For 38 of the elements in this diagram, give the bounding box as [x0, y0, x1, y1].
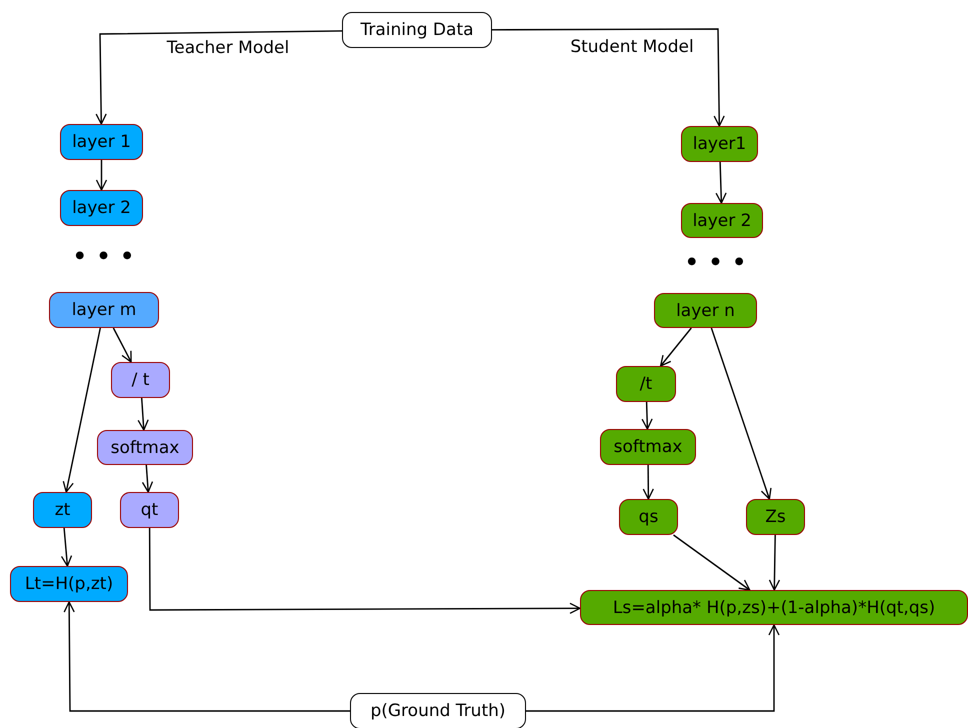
process-box: layer 1	[60, 124, 143, 160]
process-box: qs	[619, 499, 678, 535]
arrow	[60, 528, 72, 567]
arrow	[526, 624, 780, 712]
arrow	[710, 328, 772, 500]
ellipsis: • • •	[72, 244, 136, 270]
arrow	[660, 328, 692, 367]
process-box: Lt=H(p,zt)	[10, 566, 128, 602]
process-box: softmax	[97, 430, 193, 465]
process-box: layer 2	[681, 203, 763, 238]
arrow	[673, 534, 750, 591]
arrow	[138, 398, 149, 431]
arrow	[641, 402, 653, 430]
process-box: zt	[33, 492, 92, 528]
process-box: layer1	[681, 126, 758, 162]
arrow	[64, 601, 350, 712]
arrow	[715, 162, 727, 204]
process-box: Ls=alpha* H(p,zs)+(1-alpha)*H(qt,qs)	[580, 590, 968, 625]
arrow	[148, 528, 581, 614]
process-box: /t	[616, 366, 676, 402]
terminal-box: Training Data	[342, 12, 492, 48]
arrow	[642, 465, 654, 500]
terminal-box: p(Ground Truth)	[350, 693, 526, 728]
arrow	[96, 160, 108, 191]
arrow	[142, 464, 154, 493]
process-box: qt	[120, 492, 179, 528]
arrow	[62, 328, 101, 493]
arrow	[96, 30, 342, 125]
ellipsis: • • •	[684, 250, 748, 276]
process-box: softmax	[600, 429, 696, 465]
process-box: layer n	[654, 293, 757, 328]
arrow	[112, 328, 132, 363]
process-box: / t	[111, 362, 170, 398]
process-box: layer 2	[60, 190, 143, 226]
arrow	[492, 28, 725, 127]
arrow	[768, 534, 780, 591]
process-box: Zs	[746, 499, 805, 535]
process-box: layer m	[49, 292, 159, 328]
